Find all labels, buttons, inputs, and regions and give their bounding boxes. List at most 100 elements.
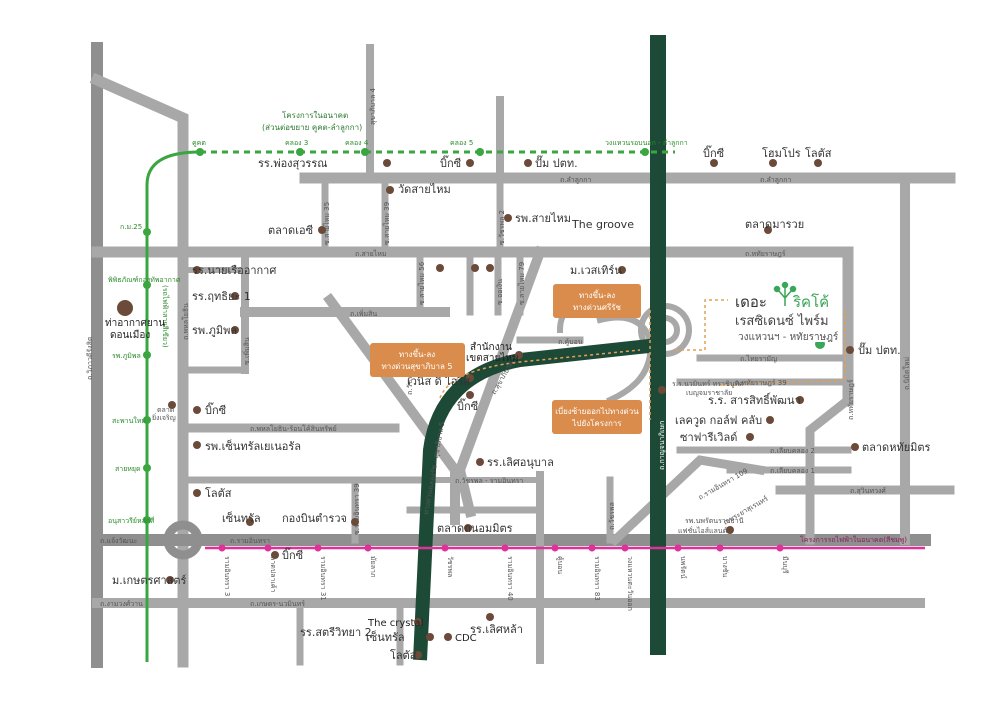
green-west-5: อนุสาวรีย์หลักสี่: [108, 516, 155, 525]
green-station-5: วงแหวนรอบนอก - ลำลูกกา: [605, 139, 688, 147]
label-khu-bon: ถ.คู้บอน: [558, 338, 583, 346]
pink-station-label: รามอินทรา 40: [506, 556, 514, 601]
poi-m-western: ม.เวสเทิร์น: [570, 264, 622, 277]
project-brand: เดอะ ริคโค้ เรสซิเดนซ์ ไพร์ม วงแหวนฯ - ห…: [728, 281, 839, 343]
poi-lotus-left: โลตัส: [205, 486, 232, 500]
poi-rph-central: รพ.เซ็นทรัลเยเนอรัล: [205, 439, 301, 453]
label-kaset-nawamin: ถ.เกษตร-นวมินทร์: [250, 600, 305, 608]
label-lam-luk-ka-2: ถ.ลำลูกกา: [560, 176, 591, 184]
road-network: [89, 42, 956, 668]
poi-ptt-right: ปั๊ม ปตท.: [858, 342, 901, 357]
pink-station-label: มีนบุรี: [781, 556, 789, 574]
poi-rr-nawamin-2: เบญจมราชาลัย: [686, 389, 732, 397]
label-hathairat-2: ถ.หทัยราษฎร์: [847, 379, 855, 420]
pink-station-dot: [621, 544, 629, 552]
pink-station-label: รามอินทรา 83: [593, 556, 601, 601]
label-khu-bon-road: ถ.วัชรพล: [608, 502, 616, 530]
callout-turn-left-line2: ไปยังโครงการ: [571, 418, 622, 428]
roundabout: [163, 520, 203, 560]
label-sai-mai: ถ.สายไหม: [355, 249, 387, 258]
label-phahonyothin-2: ถ.พหลโยธิน-ร้อนโค้สินทรัพย์: [250, 424, 337, 433]
callout-sukhaphiban-line1: ทางขึ้น-ลง: [399, 348, 435, 359]
label-nimit-mai: ถ.นิมิตใหม่: [902, 357, 911, 390]
label-wp-ramintra: ถ.วัชรพล - รามอินทรา: [455, 477, 523, 485]
brand-name-line3: วงแหวนฯ - หทัยราษฎร์: [738, 331, 839, 343]
label-ramintra-109: ถ.รามอินทรา 109: [697, 467, 749, 502]
pink-station-dot: [314, 544, 322, 552]
callout-turn-left: เบี่ยงซ้ายออกไปทางด่วน ไปยังโครงการ: [552, 400, 642, 434]
pink-station-label: บางชัน: [721, 556, 729, 578]
label-soi-phoonsin: ซ.เพิ่มสิน: [242, 337, 251, 365]
poi-big-c-right: บิ๊กซี: [703, 145, 725, 160]
label-soi-wp2: ซ.วัชรพล 2: [498, 210, 506, 245]
pink-station-dot: [776, 544, 784, 552]
poi-rr-saris: ร.ร. สารสิทธิ์พัฒนา: [708, 392, 801, 407]
poi-lake-golf: เลควูด กอล์ฟ คลับ: [675, 414, 762, 427]
callout-srirat: ทางขึ้น-ลง ทางด่วนศรีรัช: [553, 284, 641, 318]
green-line: [143, 148, 675, 662]
pink-line-label: โครงการรถไฟฟ้าในอนาคต(สีชมพู): [800, 535, 907, 544]
label-thai-raman: ถ.ไทยรามัญ: [740, 354, 777, 363]
pink-station-dot: [441, 544, 449, 552]
poi-rr-lert-la: รร.เลิศหล้า: [470, 623, 523, 636]
route-to-project: [439, 299, 846, 420]
label-phahonyothin: ถ.พหลโยธิน: [181, 303, 190, 340]
green-station-3: คลอง 4: [345, 139, 369, 147]
poi-rr-nai-ruea: รร.นายเรืออากาศ: [192, 264, 276, 277]
pink-station-label: ลาดปลาเค้า: [269, 556, 277, 593]
poi-rr-phongsuwan: รร.พ่องสุวรรณ: [258, 157, 327, 170]
label-soi-ors: ซ.ออเงิน: [496, 279, 504, 305]
label-soi-35: ซ.สายไหม 35: [322, 202, 331, 245]
poi-fashion-island: แฟชั่นไอส์แลนด์: [678, 526, 727, 535]
label-watcharaphon: ถ.วัชรพล: [406, 367, 414, 395]
poi-talad-nom-mit: ตลาดถนอมมิตร: [437, 522, 513, 535]
green-station-2: คลอง 3: [285, 139, 308, 147]
poi-big-c-mid: บิ๊กซี: [457, 398, 479, 413]
label-hathairat: ถ.หทัยราษฎร์: [745, 250, 786, 258]
pink-station-label: วัชรพล: [446, 556, 454, 577]
pink-station-label: คู้บอน: [556, 556, 564, 574]
poi-airport-2: ดอนเมือง: [110, 329, 150, 341]
poi-talad-1: ตลาด: [157, 406, 174, 414]
brand-name-2: ริคโค้: [792, 293, 829, 311]
pink-station-dot: [264, 544, 272, 552]
pink-station-label: วงแหวนตะวันออก: [626, 556, 634, 611]
poi-lotus-bottom: โลตัส: [390, 648, 417, 662]
poi-rr-nawamin: ร.ร.นวมินทร์ ทราชินูทิศ: [672, 380, 744, 388]
poi-airport-1: ท่าอากาศยาน: [105, 318, 165, 329]
pink-station-dot: [551, 544, 559, 552]
poi-kongbin: กองบินตำรวจ: [282, 512, 347, 525]
poi-rr-lertkun: รร.เลิศอนุบาล: [487, 456, 554, 469]
brand-name-line2: เรสซิเดนซ์ ไพร์ม: [735, 313, 829, 329]
pink-station-dot: [218, 544, 226, 552]
expressway-sukhaphiban-5: [413, 338, 659, 661]
road-hathairat-right: [805, 247, 853, 545]
green-line-name: (รถไฟฟ้าสายสีเขียว): [161, 285, 170, 348]
poi-the-groove: The groove: [571, 218, 634, 231]
green-station-1: คูคต: [192, 139, 206, 147]
brand-name-1: เดอะ: [735, 293, 767, 311]
poi-central-bottom: เซ็นทรัล: [366, 630, 405, 644]
label-ram-intra: ถ.รามอินทรา: [230, 537, 270, 545]
label-soi-4: สุขาภิบาล 4: [369, 88, 377, 125]
label-vibhavadi: ถ.วิภาวดีรังสิต: [86, 336, 94, 380]
label-suwinthawong: ถ.สุวินทวงศ์: [850, 487, 886, 495]
pink-line: [205, 544, 925, 552]
poi-cdc: CDC: [455, 633, 477, 644]
pink-station-label: มัยลาภ: [369, 556, 377, 578]
green-west-3: สะพานใหม่: [112, 416, 146, 425]
green-line-track: [145, 150, 201, 662]
poi-rph-phumiphon: รพ.ภูมิพล: [192, 324, 237, 337]
poi-central-ri: เซ็นทรัล: [222, 511, 261, 525]
pink-station-label: นพรัตน์: [679, 556, 687, 579]
callout-sukhaphiban-line2: ทางด่วนสุขาภิบาล 5: [381, 362, 452, 371]
poi-big-c-bottom: บิ๊กซี: [282, 547, 304, 562]
poi-safari: ซาฟารีเวิลด์: [680, 431, 737, 444]
label-hathairat-39: ถ.หทัยราษฎร์ 39: [735, 379, 787, 387]
poi-home-pro: โฮมโปร: [762, 146, 801, 160]
poi-rr-sattri: รร.สตรีวิทยา 2: [300, 626, 372, 639]
pink-station-dot: [364, 544, 372, 552]
poi-wat-sai-mai: วัดสายไหม: [398, 183, 451, 196]
pink-station-label: รามอินทรา 3: [223, 556, 231, 596]
